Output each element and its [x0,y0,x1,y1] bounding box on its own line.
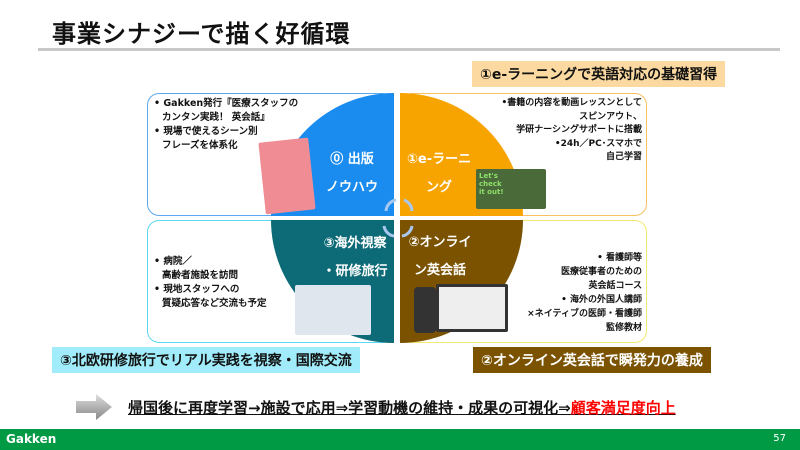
cycle-arrow-icon [384,198,397,212]
label-publishing: ⓪ 出版 ノウハウ [318,146,386,202]
tag-trip: ③北欧研修旅行でリアル実践を視察・国際交流 [52,347,360,373]
elearning-bullets: •書籍の内容を動画レッスンとして スピンアウト、 学研ナーシングサポートに搭載 … [502,97,642,165]
bullet: • 看護師等 [597,253,642,263]
video-thumbnail: Let's check it out! [476,169,546,209]
tag-online: ②オンライン英会話で瞬発力の養成 [473,347,711,373]
label-line: ン英会話 [413,263,466,278]
label-line: ③海外視察 [323,236,387,251]
bullet: 医療従事者のための [560,267,642,277]
label-line: ノウハウ [325,180,378,195]
label-line: ング [425,180,452,195]
online-bullets: • 看護師等 医療従事者のための 英会話コース • 海外の外国人講師 ×ネイティ… [527,251,642,335]
book-cover-image [258,137,316,215]
bullet: 高齢者施設を訪問 [162,270,239,281]
label-line: ②オンライ [408,235,472,250]
bullet: 質疑応答など交流も予定 [162,298,267,309]
label-trip: ③海外視察 ・研修旅行 [315,230,395,286]
bullet: • 現地スタッフへの [154,284,240,295]
conclusion-highlight: 顧客満足度向上 [570,399,676,417]
bullet: •書籍の内容を動画レッスンとして [501,98,642,108]
label-line: ①e-ラーニ [406,152,472,167]
label-elearning: ①e-ラーニ ング [404,146,474,202]
bullet: フレーズを体系化 [162,140,238,151]
bullet: スピンアウト、 [579,111,642,122]
title-divider [38,48,780,51]
footer-bar: Gakken 57 [0,429,800,450]
bullet: • 病院／ [154,256,192,267]
bullet: • Gakken発行『医療スタッフの [154,98,299,109]
bullet: • 海外の外国人講師 [561,295,642,305]
nurse-patient-photo [295,285,371,335]
bullet: 英会話コース [588,281,642,291]
bullet: • 現場で使えるシーン別 [154,126,258,137]
right-arrow-icon [76,394,112,420]
label-online: ②オンライ ン英会話 [404,229,476,285]
conclusion-main: 帰国後に再度学習→施設で応用⇒学習動機の維持・成果の可視化⇒ [128,399,571,417]
bullet: ×ネイティブの医師・看護師 [527,309,642,319]
bullet: 自己学習 [605,152,642,162]
publishing-bullets: • Gakken発行『医療スタッフの カンタン実践！ 英会話』 • 現場で使える… [154,97,298,153]
smartphone-image [414,287,436,333]
video-text: Let's check it out! [479,172,504,196]
bullet: 監修教材 [605,323,642,333]
laptop-image [436,284,508,332]
gakken-logo: Gakken [6,432,57,446]
cycle-arrow-icon [403,198,414,212]
cycle-arrow-icon [382,225,395,238]
label-line: ⓪ 出版 [330,152,374,167]
cycle-arrow-icon [401,225,414,238]
page-title: 事業シナジーで描く好循環 [52,20,351,48]
bullet: •24h／PC･スマホで [554,138,642,149]
bullet: 学研ナーシングサポートに搭載 [516,125,642,135]
conclusion-text: 帰国後に再度学習→施設で応用⇒学習動機の維持・成果の可視化⇒顧客満足度向上 [128,397,676,418]
bullet: カンタン実践！ 英会話』 [162,112,270,123]
label-line: ・研修旅行 [322,264,388,279]
trip-bullets: • 病院／ 高齢者施設を訪問 • 現地スタッフへの 質疑応答など交流も予定 [154,255,267,311]
tag-elearning: ①e-ラーニングで英語対応の基礎習得 [472,61,726,87]
page-number: 57 [773,433,786,444]
